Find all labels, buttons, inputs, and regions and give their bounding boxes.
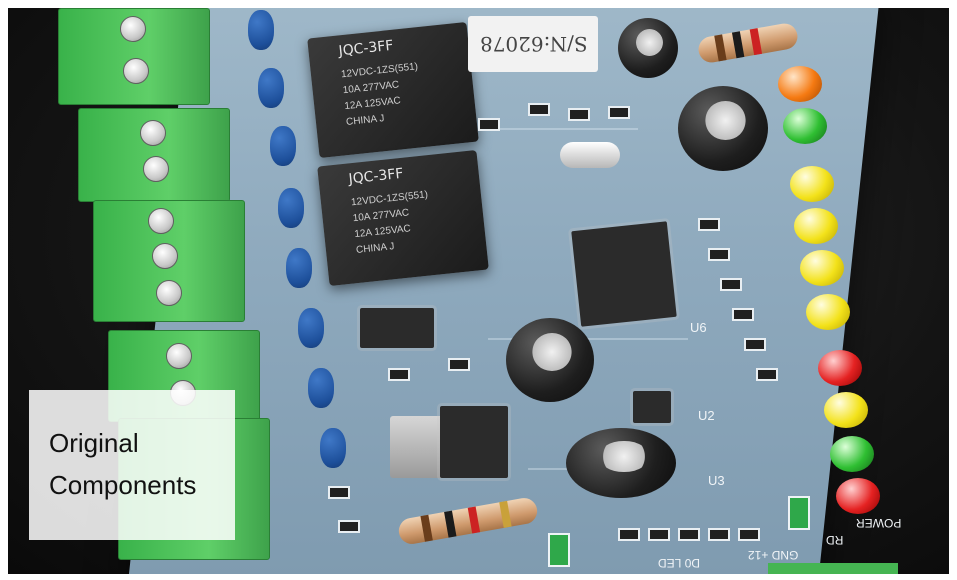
crystal-oscillator [560,142,620,168]
relay-spec-4: CHINA J [345,113,385,129]
smd-component [478,118,500,131]
smd-component [448,358,470,371]
relay-spec-2: 10A 277VAC [342,79,400,97]
ceramic-capacitor [308,368,334,408]
terminal-screw [156,280,182,306]
gnd-silk: GND +12 [748,548,799,562]
led-red [836,478,880,514]
power-silk: POWER [856,516,902,530]
serial-sticker: S/N:62078 [468,16,598,72]
ceramic-capacitor [270,126,296,166]
microcontroller-chip [571,221,677,327]
resistor-band [749,28,763,56]
smd-component [678,528,700,541]
resistor-band [714,34,727,62]
led-yellow [794,208,838,244]
caption-line-2: Components [49,470,197,500]
relay-spec-1: 12VDC-1ZS(551) [350,189,429,209]
terminal-screw [152,243,178,269]
ceramic-capacitor [286,248,312,288]
u2-silk: U2 [698,408,715,423]
ceramic-capacitor [258,68,284,108]
led-orange [778,66,822,102]
electrolytic-capacitor [566,428,676,498]
relay-spec-3: 12A 125VAC [343,95,402,113]
resistor-band [731,31,745,59]
regulator-body [440,406,508,478]
led-yellow [806,294,850,330]
terminal-screw [148,208,174,234]
smd-component [528,103,550,116]
led-red [818,350,862,386]
terminal-screw [140,120,166,146]
smd-component [732,308,754,321]
caption-overlay: Original Components [29,390,235,540]
smd-component [648,528,670,541]
smd-component [708,528,730,541]
pcb-trace [478,128,638,130]
resistor-band [499,500,512,528]
terminal-screw [120,16,146,42]
smd-component [568,108,590,121]
relay-model-label: JQC-3FF [337,37,395,60]
smd-component [698,218,720,231]
d0-led-silk: D0 LED [658,556,701,570]
u6-silk: U6 [690,320,707,335]
smd-component [328,486,350,499]
smd-component [388,368,410,381]
led-yellow [800,250,844,286]
ceramic-capacitor [320,428,346,468]
relay-bottom: JQC-3FF 12VDC-1ZS(551) 10A 277VAC 12A 12… [317,149,489,287]
led-yellow [824,392,868,428]
smd-component [618,528,640,541]
ceramic-capacitor [248,10,274,50]
smd-component [744,338,766,351]
u3-silk: U3 [708,473,725,488]
ceramic-capacitor [298,308,324,348]
resistor-band [420,514,433,542]
terminal-screw [123,58,149,84]
relay-spec-4: CHINA J [355,241,395,257]
smd-component [720,278,742,291]
rd-silk: RD [826,533,844,547]
smd-component [756,368,778,381]
eeprom-ic [633,391,671,423]
caption-line-1: Original [49,428,139,458]
ceramic-capacitor [278,188,304,228]
status-led [548,533,570,567]
serial-number: S/N:62078 [480,32,588,56]
led-green [783,108,827,144]
bottom-connector [768,563,898,574]
smd-component [608,106,630,119]
electrolytic-capacitor [506,318,594,402]
resistor-band [444,510,457,538]
resistor-band [467,506,481,534]
smd-component [738,528,760,541]
relay-top: JQC-3FF 12VDC-1ZS(551) 10A 277VAC 12A 12… [307,21,479,159]
relay-spec-3: 12A 125VAC [353,223,412,241]
electrolytic-capacitor [678,86,768,171]
relay-model-label: JQC-3FF [347,165,405,188]
led-yellow [790,166,834,202]
terminal-screw [166,343,192,369]
smd-component [338,520,360,533]
smd-component [708,248,730,261]
small-ic [360,308,434,348]
relay-spec-1: 12VDC-1ZS(551) [340,61,419,81]
terminal-screw [143,156,169,182]
electrolytic-capacitor [618,18,678,78]
status-led-power [788,496,810,530]
relay-spec-2: 10A 277VAC [352,207,410,225]
led-green [830,436,874,472]
